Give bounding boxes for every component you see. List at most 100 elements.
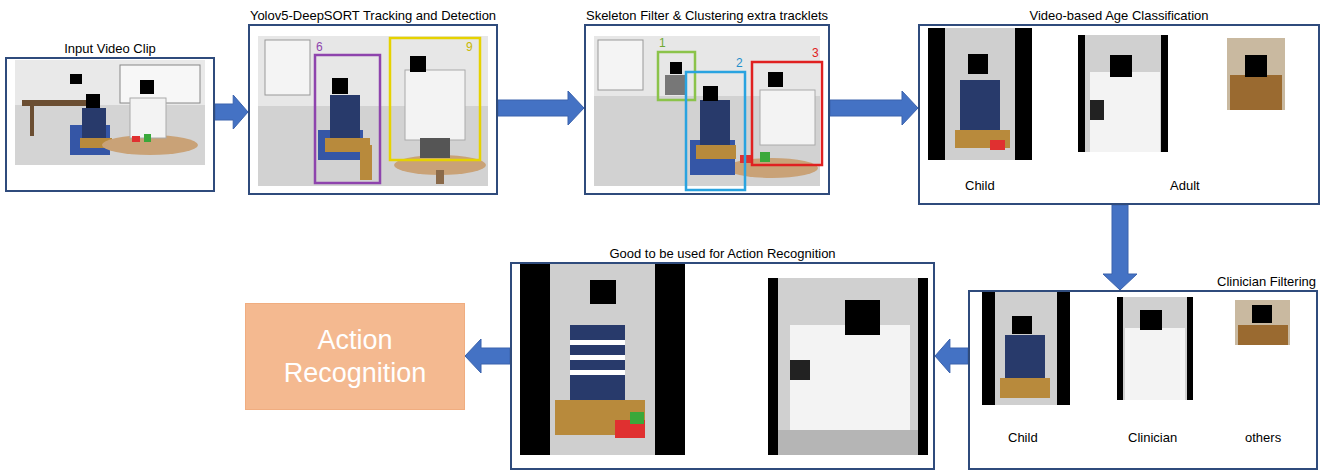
flow-arrow — [498, 91, 584, 125]
track-id: 9 — [466, 41, 473, 54]
class-label: Adult — [1170, 178, 1200, 193]
track-id: 2 — [736, 57, 743, 70]
track-id: 3 — [812, 47, 819, 60]
illustration-shape — [1140, 310, 1162, 330]
class-label: Child — [1008, 430, 1038, 445]
illustration-shape — [144, 134, 151, 142]
illustration-shape — [120, 65, 200, 103]
illustration-shape — [570, 370, 625, 375]
illustration-shape — [968, 54, 988, 74]
flow-arrow — [215, 95, 248, 129]
step-box: Video-based Age Classification — [918, 24, 1320, 205]
illustration-shape — [960, 80, 1000, 135]
illustration-shape — [1230, 75, 1282, 110]
skeleton-frame — [594, 36, 822, 190]
illustration-shape — [420, 138, 450, 158]
illustration-shape — [86, 94, 100, 108]
input-frame — [15, 60, 205, 165]
illustration-shape — [1125, 328, 1185, 400]
flow-arrow — [1103, 205, 1137, 290]
track-id: 6 — [316, 41, 323, 54]
illustration-shape — [550, 263, 655, 455]
flow-arrow — [465, 339, 510, 373]
illustration-shape — [390, 38, 480, 160]
illustration-shape — [332, 78, 348, 94]
illustration-shape — [995, 292, 1057, 405]
illustration-shape — [1227, 38, 1285, 110]
illustration-shape — [790, 325, 910, 430]
illustration-shape — [665, 75, 687, 95]
illustration-shape — [570, 340, 625, 345]
illustration-shape — [760, 152, 770, 162]
illustration-shape — [982, 292, 1070, 405]
illustration-shape — [760, 90, 815, 145]
flow-arrow — [830, 91, 918, 125]
illustration-shape — [102, 135, 198, 155]
illustration-shape — [752, 62, 822, 165]
tracking-frame — [258, 36, 488, 186]
illustration-shape — [1123, 297, 1187, 400]
illustration-shape — [1110, 55, 1132, 77]
step-box: Good to be used for Action Recognition — [510, 262, 935, 470]
illustration-shape — [1238, 325, 1288, 345]
illustration-shape — [570, 325, 625, 405]
illustration-shape — [726, 158, 818, 178]
illustration-shape — [945, 28, 1015, 160]
clinician-crops — [982, 292, 1290, 405]
illustration-shape — [686, 72, 745, 190]
illustration-shape — [845, 300, 880, 335]
step-title: Clinician Filtering — [1217, 274, 1316, 289]
class-label: Clinician — [1128, 430, 1177, 445]
illustration-shape — [1245, 55, 1267, 77]
box-text: Action Recognition — [256, 324, 454, 390]
illustration-shape — [598, 40, 643, 90]
flow-arrow — [935, 339, 968, 373]
illustration-shape — [700, 100, 730, 145]
illustration-shape — [1090, 100, 1104, 120]
illustration-shape — [630, 412, 644, 424]
illustration-shape — [82, 108, 106, 140]
illustration-shape — [658, 52, 695, 100]
illustration-shape — [670, 62, 682, 74]
illustration-shape — [1090, 72, 1160, 152]
illustration-shape — [928, 28, 1032, 160]
illustration-shape — [590, 280, 616, 304]
illustration-shape — [690, 140, 735, 175]
illustration-shape — [768, 278, 928, 455]
illustration-shape — [70, 74, 82, 84]
step-title: Yolov5-DeepSORT Tracking and Detection — [210, 8, 536, 23]
illustration-shape — [258, 36, 488, 186]
illustration-shape — [132, 136, 140, 142]
illustration-shape — [405, 70, 465, 140]
illustration-shape — [778, 430, 918, 455]
illustration-shape — [1005, 335, 1045, 380]
illustration-shape — [1000, 378, 1050, 398]
step-title: Good to be used for Action Recognition — [472, 246, 973, 261]
final-crops — [520, 263, 928, 455]
track-id: 1 — [659, 37, 666, 50]
illustration-shape — [778, 278, 918, 455]
illustration-shape — [22, 100, 92, 106]
illustration-shape — [696, 145, 736, 159]
step-title: Video-based Age Classification — [880, 8, 1325, 23]
illustration-shape — [1085, 35, 1161, 152]
illustration-shape — [570, 355, 625, 360]
illustration-shape — [15, 60, 205, 105]
illustration-shape — [130, 98, 166, 138]
illustration-shape — [360, 145, 372, 180]
illustration-shape — [703, 86, 718, 101]
illustration-shape — [15, 60, 205, 165]
age-crops — [928, 28, 1285, 160]
class-label: Child — [965, 178, 995, 193]
illustration-shape — [1012, 316, 1032, 334]
illustration-shape — [330, 95, 360, 140]
illustration-shape — [30, 106, 34, 136]
illustration-shape — [1078, 35, 1168, 152]
illustration-shape — [790, 360, 810, 380]
illustration-shape — [520, 263, 685, 455]
illustration-shape — [768, 72, 783, 87]
illustration-shape — [990, 140, 1005, 150]
step-title: Skeleton Filter & Clustering extra track… — [546, 8, 868, 23]
illustration-shape — [140, 80, 154, 94]
